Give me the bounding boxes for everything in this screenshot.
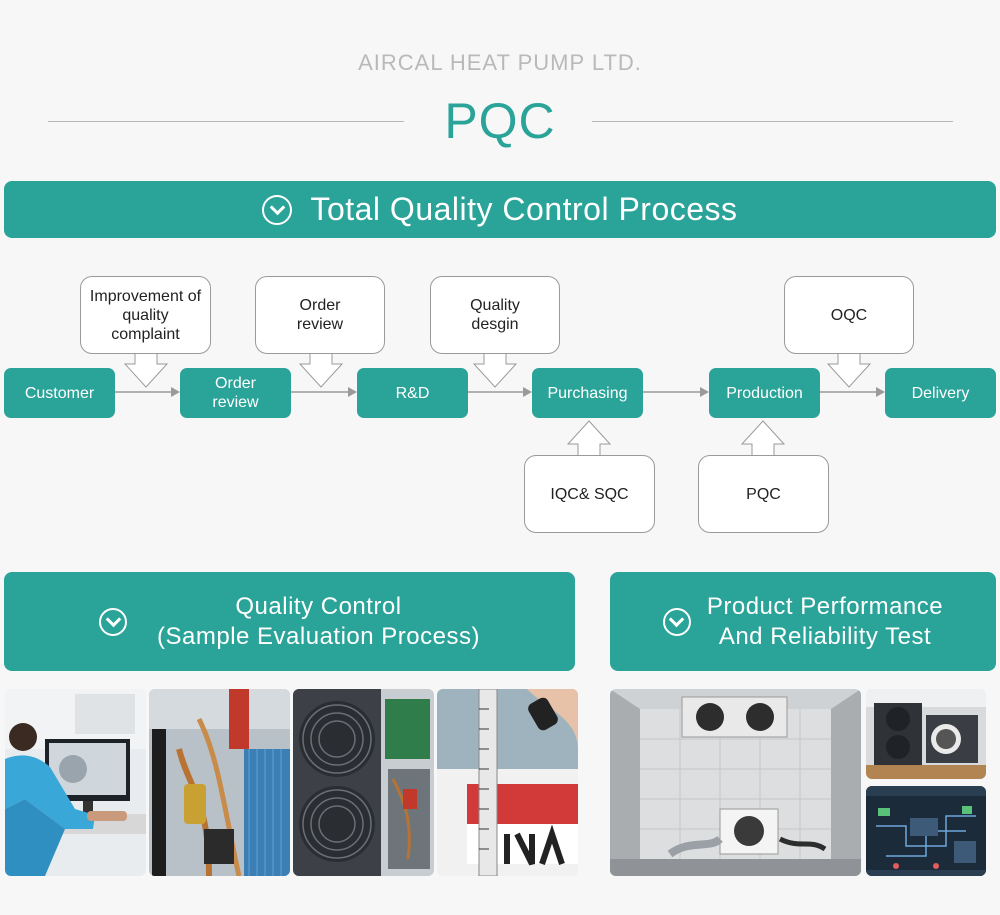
header-divider-right [592, 121, 953, 122]
photo-control-screen [866, 786, 986, 876]
callout-pointer-up [566, 420, 612, 457]
arrow-head [523, 387, 532, 397]
arrow-head [171, 387, 180, 397]
check-circle-icon [262, 194, 293, 225]
performance-test-line1: Product Performance [706, 592, 944, 620]
callout-order-review: Order review [255, 276, 385, 354]
company-name: AIRCAL HEAT PUMP LTD. [358, 50, 642, 75]
photo-heat-pump-internal-piping [149, 689, 290, 876]
flow-step-label: Order review [212, 375, 259, 411]
callout-pqc: PQC [698, 455, 829, 533]
header-divider-left [48, 121, 404, 122]
flow-connectors [115, 352, 885, 457]
callout-pointer-down [123, 352, 169, 388]
check-circle-icon [662, 607, 691, 636]
callout-iqc-sqc: IQC& SQC [524, 455, 655, 533]
callout-pointer-down [298, 352, 344, 388]
flow-step-production: Production [709, 368, 820, 418]
performance-test-line2: And Reliability Test [718, 622, 932, 650]
callout-quality-design: Quality desgin [430, 276, 560, 354]
callout-pointer-down [826, 352, 872, 388]
flow-step-customer: Customer [4, 368, 115, 418]
quality-control-line2: (Sample Evaluation Process) [157, 622, 480, 650]
quality-control-title: Quality Control (Sample Evaluation Proce… [157, 592, 480, 652]
photo-test-chamber [610, 689, 861, 876]
check-circle-icon [99, 607, 128, 636]
flow-step-rnd: R&D [357, 368, 468, 418]
photo-measuring-ruler [437, 689, 578, 876]
arrow-head [348, 387, 357, 397]
callout-pointer-up [740, 420, 786, 457]
performance-test-title: Product Performance And Reliability Test [707, 592, 943, 652]
process-banner-title: Total Quality Control Process [310, 191, 738, 227]
callout-pointer-down [472, 352, 518, 388]
photo-heat-pump-units [866, 689, 986, 779]
photo-heat-pump-unit-open [293, 689, 434, 876]
quality-control-banner: Quality Control (Sample Evaluation Proce… [4, 572, 575, 671]
flow-step-order-review: Order review [180, 368, 291, 418]
arrow-head [700, 387, 709, 397]
arrow-head [876, 387, 885, 397]
flow-step-purchasing: Purchasing [532, 368, 643, 418]
flow-step-delivery: Delivery [885, 368, 996, 418]
performance-test-banner: Product Performance And Reliability Test [610, 572, 996, 671]
photo-engineer-at-computer [5, 689, 146, 876]
quality-control-line1: Quality Control [235, 592, 402, 620]
page-title: PQC [444, 93, 556, 149]
callout-improvement: Improvement of quality complaint [80, 276, 211, 354]
callout-oqc: OQC [784, 276, 914, 354]
process-banner: Total Quality Control Process [4, 181, 996, 238]
